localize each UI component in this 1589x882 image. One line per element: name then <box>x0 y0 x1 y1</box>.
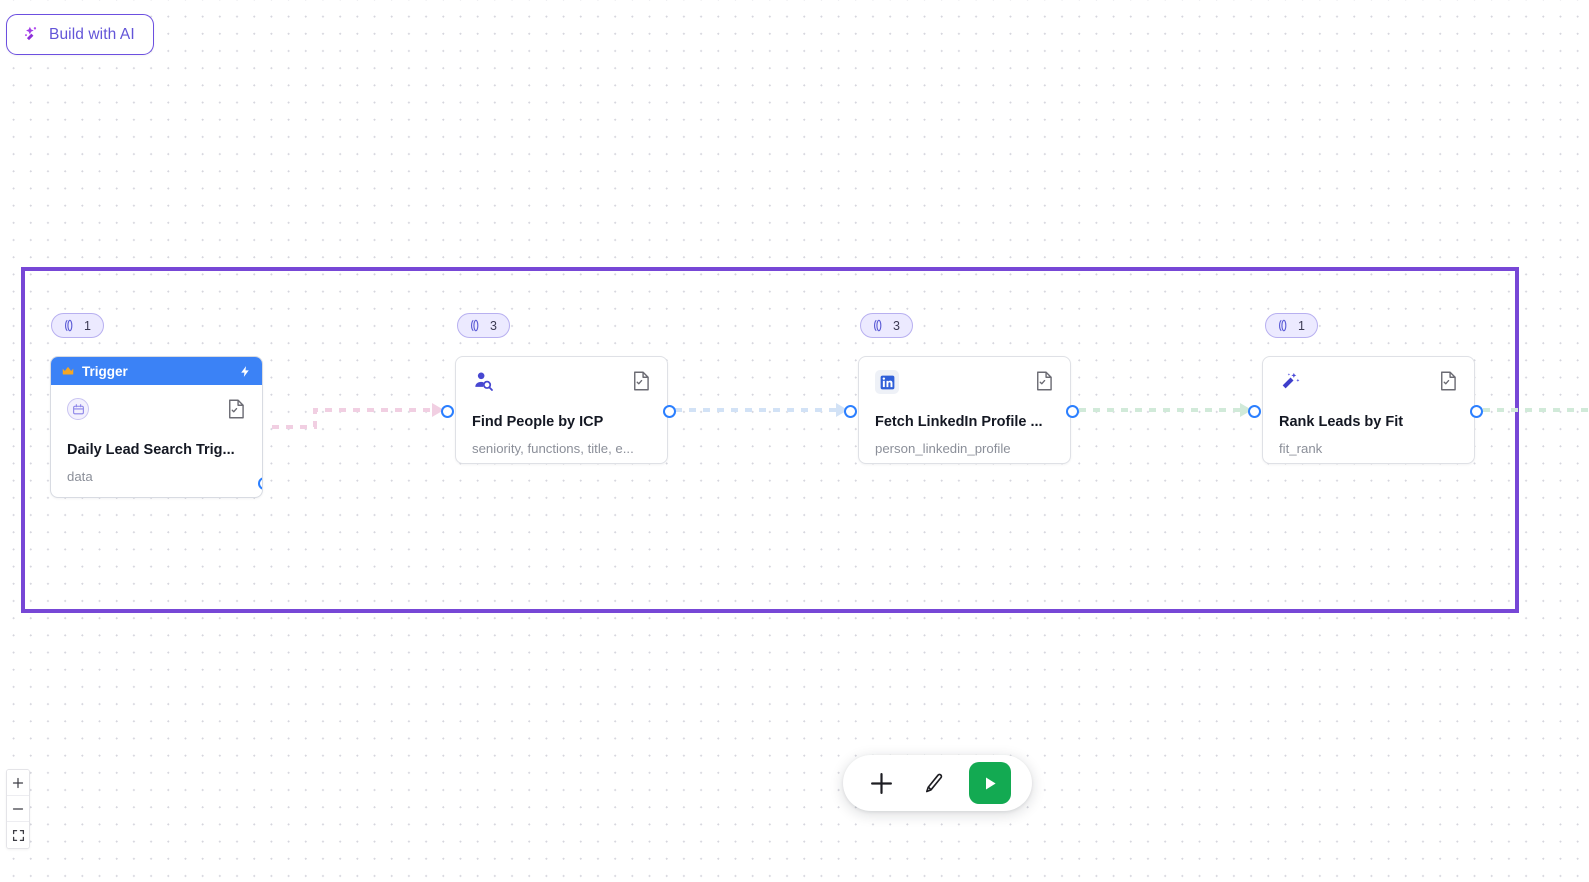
document-check-icon[interactable] <box>226 398 246 420</box>
node-fetch-linkedin-subtitle: person_linkedin_profile <box>875 441 1011 456</box>
node-rank-leads-output-port[interactable] <box>1470 405 1483 418</box>
node-trigger-header-label: Trigger <box>82 363 128 379</box>
document-check-icon[interactable] <box>631 370 651 392</box>
lightning-icon[interactable] <box>239 364 252 379</box>
build-with-ai-label: Build with AI <box>49 25 135 43</box>
add-node-button[interactable] <box>865 766 899 800</box>
node-find-people-subtitle: seniority, functions, title, e... <box>472 441 634 456</box>
node-find-people[interactable]: Find People by ICP seniority, functions,… <box>441 356 676 464</box>
linkedin-icon <box>875 370 899 394</box>
magic-wand-icon <box>1279 370 1301 392</box>
parentheses-icon <box>1276 318 1291 333</box>
zoom-out-button[interactable] <box>7 796 29 822</box>
node-badge-find-people[interactable]: 3 <box>457 313 510 338</box>
crown-icon <box>61 364 75 378</box>
pencil-icon <box>925 773 943 792</box>
document-check-icon[interactable] <box>1438 370 1458 392</box>
node-find-people-output-port[interactable] <box>663 405 676 418</box>
node-badge-fetch-linkedin-count: 3 <box>893 318 900 333</box>
node-find-people-input-port[interactable] <box>441 405 454 418</box>
node-badge-fetch-linkedin[interactable]: 3 <box>860 313 913 338</box>
parentheses-icon <box>871 318 886 333</box>
edge-find-people-to-fetch-linkedin <box>675 403 848 417</box>
node-fetch-linkedin-title: Fetch LinkedIn Profile ... <box>875 414 1043 430</box>
node-rank-leads-body: Rank Leads by Fit fit_rank <box>1263 357 1474 470</box>
node-fetch-linkedin-body: Fetch LinkedIn Profile ... person_linked… <box>859 357 1070 470</box>
node-trigger-header: Trigger <box>51 357 262 385</box>
node-badge-rank-leads[interactable]: 1 <box>1265 313 1318 338</box>
zoom-controls[interactable] <box>6 769 30 849</box>
person-search-icon <box>472 370 494 392</box>
plus-icon <box>871 772 892 794</box>
zoom-in-button[interactable] <box>7 770 29 796</box>
fit-view-button[interactable] <box>7 822 29 848</box>
node-fetch-linkedin-input-port[interactable] <box>844 405 857 418</box>
edit-button[interactable] <box>917 766 951 800</box>
parentheses-icon <box>468 318 483 333</box>
run-workflow-button[interactable] <box>968 762 1011 804</box>
plus-icon <box>12 777 24 788</box>
node-badge-find-people-count: 3 <box>490 318 497 333</box>
node-rank-leads[interactable]: Rank Leads by Fit fit_rank <box>1248 356 1483 464</box>
node-fetch-linkedin-output-port[interactable] <box>1066 405 1079 418</box>
node-find-people-title: Find People by ICP <box>472 414 604 430</box>
magic-wand-icon <box>21 25 40 44</box>
document-check-icon[interactable] <box>1034 370 1054 392</box>
node-rank-leads-input-port[interactable] <box>1248 405 1261 418</box>
node-rank-leads-subtitle: fit_rank <box>1279 441 1323 456</box>
node-trigger-subtitle: data <box>67 469 93 484</box>
edge-fetch-linkedin-to-rank-leads <box>1079 403 1252 417</box>
play-icon <box>986 777 996 789</box>
parentheses-icon <box>62 318 77 333</box>
node-rank-leads-title: Rank Leads by Fit <box>1279 414 1404 430</box>
calendar-icon <box>67 398 89 420</box>
node-fetch-linkedin[interactable]: Fetch LinkedIn Profile ... person_linked… <box>844 356 1079 464</box>
node-trigger-body: Daily Lead Search Trig... data <box>51 385 262 497</box>
node-badge-trigger[interactable]: 1 <box>51 313 104 338</box>
node-badge-rank-leads-count: 1 <box>1298 318 1305 333</box>
node-find-people-body: Find People by ICP seniority, functions,… <box>456 357 667 470</box>
node-trigger-title: Daily Lead Search Trig... <box>67 442 235 458</box>
minus-icon <box>12 807 24 810</box>
build-with-ai-button[interactable]: Build with AI <box>6 14 154 55</box>
node-trigger[interactable]: Trigger <box>50 356 263 498</box>
fit-screen-icon <box>12 829 24 841</box>
edge-trigger-to-find-people <box>272 403 444 429</box>
node-badge-trigger-count: 1 <box>84 318 91 333</box>
bottom-toolbar[interactable] <box>843 755 1032 811</box>
